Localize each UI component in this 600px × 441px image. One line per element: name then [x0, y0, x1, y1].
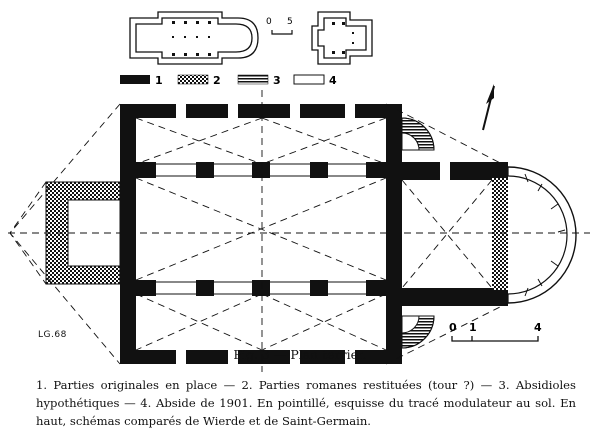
legend-swatch-hypothetical — [237, 74, 269, 85]
figure-caption: Fig. 3 — Plan terrier. — [233, 347, 367, 362]
small-scale-end: 5 — [287, 17, 293, 27]
main-scale-end: 4 — [534, 321, 542, 334]
church-plan — [8, 90, 590, 372]
main-scale-bar — [451, 336, 539, 342]
figure-description: 1. Parties originales en place — 2. Part… — [36, 378, 576, 428]
schema-wierde — [129, 11, 259, 65]
main-scale-mid: 1 — [469, 321, 477, 334]
legend-label-2: 2 — [213, 74, 221, 87]
legend-label-3: 3 — [273, 74, 281, 87]
legend-label-4: 4 — [329, 74, 337, 87]
small-scale-start: 0 — [266, 17, 272, 27]
small-scale-bar — [271, 30, 293, 35]
legend-label-1: 1 — [155, 74, 163, 87]
north-arrow-icon — [482, 84, 495, 131]
author-signature: LG.68 — [38, 330, 67, 340]
schema-saint-germain — [311, 11, 373, 65]
main-scale-start: 0 — [449, 321, 457, 334]
legend-swatch-1901 — [293, 74, 325, 85]
legend-swatch-original — [120, 75, 150, 84]
legend — [120, 74, 325, 85]
legend-swatch-romanesque — [177, 74, 209, 85]
